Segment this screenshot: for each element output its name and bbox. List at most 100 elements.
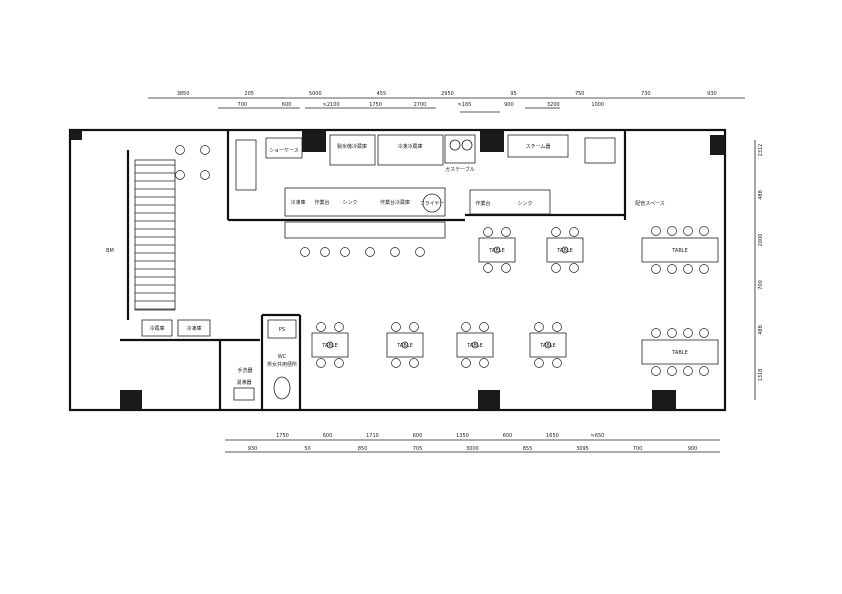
table-center-icon: [544, 341, 552, 349]
chair: [483, 227, 493, 237]
dimension-label: 600: [282, 102, 292, 108]
chair: [569, 227, 579, 237]
toilet-icon: [273, 376, 291, 400]
dimension-label: 2312: [758, 144, 764, 157]
upper-freezer: [377, 134, 444, 166]
fryer: [422, 193, 442, 213]
chair: [552, 322, 562, 332]
wc-sublabel: 男女共用便所: [267, 361, 297, 368]
chair: [320, 247, 330, 257]
pipe-room-label: 配管スペース: [635, 200, 664, 207]
dimension-label: 855: [523, 446, 533, 452]
chair: [483, 263, 493, 273]
chair: [340, 247, 350, 257]
column: [70, 130, 82, 140]
counter-label: 冷凍庫: [290, 199, 305, 206]
chair: [300, 247, 310, 257]
chair: [175, 145, 185, 155]
chair: [390, 247, 400, 257]
ps-label: PS: [279, 327, 285, 333]
table-label: TABLE: [321, 343, 337, 349]
bar-counter: [284, 221, 446, 239]
upper-fridge: [329, 134, 376, 166]
back-counter: [469, 189, 551, 215]
dimension-label: 2000: [758, 234, 764, 247]
dimension-label: 700: [633, 446, 643, 452]
chair: [391, 322, 401, 332]
hand-wash-label: 手洗器: [237, 367, 252, 374]
chair: [391, 358, 401, 368]
long-table: [641, 237, 719, 263]
burner-icon: [461, 139, 473, 151]
equipment-label: 冷凍冷蔵庫: [397, 143, 422, 150]
dimension-label: 2700: [414, 102, 427, 108]
dimension-label: 750: [575, 91, 585, 97]
table-center-icon: [561, 246, 569, 254]
table-label: TABLE: [671, 350, 687, 356]
chair: [175, 170, 185, 180]
dimension-label: 455: [377, 91, 387, 97]
ps-box: [267, 319, 297, 339]
table-label: TABLE: [556, 248, 572, 254]
dimension-label: 730: [641, 91, 651, 97]
chair: [334, 322, 344, 332]
dimension-label: ≒650: [591, 433, 605, 439]
dimension-label: 600: [503, 433, 513, 439]
column: [478, 390, 500, 410]
chair: [667, 366, 677, 376]
dimension-label: 3200: [547, 102, 560, 108]
dimension-label: 1750: [276, 433, 289, 439]
counter-label: 作業台冷蔵庫: [380, 199, 410, 206]
chair: [683, 366, 693, 376]
counter-label: シンク: [342, 200, 357, 206]
staircase: BM: [106, 159, 176, 311]
chair: [667, 226, 677, 236]
showcase: [265, 137, 303, 159]
chair: [409, 358, 419, 368]
dimension-label: 205: [244, 91, 254, 97]
chair: [200, 145, 210, 155]
chair: [699, 226, 709, 236]
storage-label: 冷蔵庫: [149, 325, 164, 332]
dimension-label: 900: [688, 446, 698, 452]
chair: [551, 263, 561, 273]
table-label: TABLE: [396, 343, 412, 349]
dimension-label: 5000: [309, 91, 322, 97]
chair: [683, 226, 693, 236]
dimension-label: 1318: [758, 369, 764, 382]
chair: [461, 322, 471, 332]
chair: [667, 328, 677, 338]
chair: [534, 358, 544, 368]
chair: [683, 264, 693, 274]
showcase-unit: [235, 139, 257, 191]
dimension-label: 488: [758, 190, 764, 200]
table: [529, 332, 567, 358]
chair: [651, 264, 661, 274]
chair: [699, 366, 709, 376]
counter-label: 作業台: [314, 199, 329, 206]
wc-label: WC: [278, 354, 287, 360]
chair: [334, 358, 344, 368]
dimension-lines: [148, 97, 756, 453]
column: [710, 135, 725, 155]
chair: [479, 322, 489, 332]
chair: [651, 328, 661, 338]
dimension-label: 1650: [546, 433, 559, 439]
dimension-label: 3850: [177, 91, 190, 97]
equipment-label: 製氷機冷蔵庫: [337, 143, 367, 150]
table-label: TABLE: [671, 248, 687, 254]
chair: [534, 322, 544, 332]
chair: [699, 328, 709, 338]
dimension-label: 600: [413, 433, 423, 439]
counter-label: 作業台: [475, 200, 490, 207]
freezer-box: [141, 319, 173, 337]
dimension-label: ≒165: [458, 102, 472, 108]
fridge-box: [177, 319, 211, 337]
dimension-label: 2950: [441, 91, 454, 97]
table-label: TABLE: [488, 248, 504, 254]
table-center-icon: [471, 341, 479, 349]
chair: [365, 247, 375, 257]
dimension-label: 1750: [369, 102, 382, 108]
